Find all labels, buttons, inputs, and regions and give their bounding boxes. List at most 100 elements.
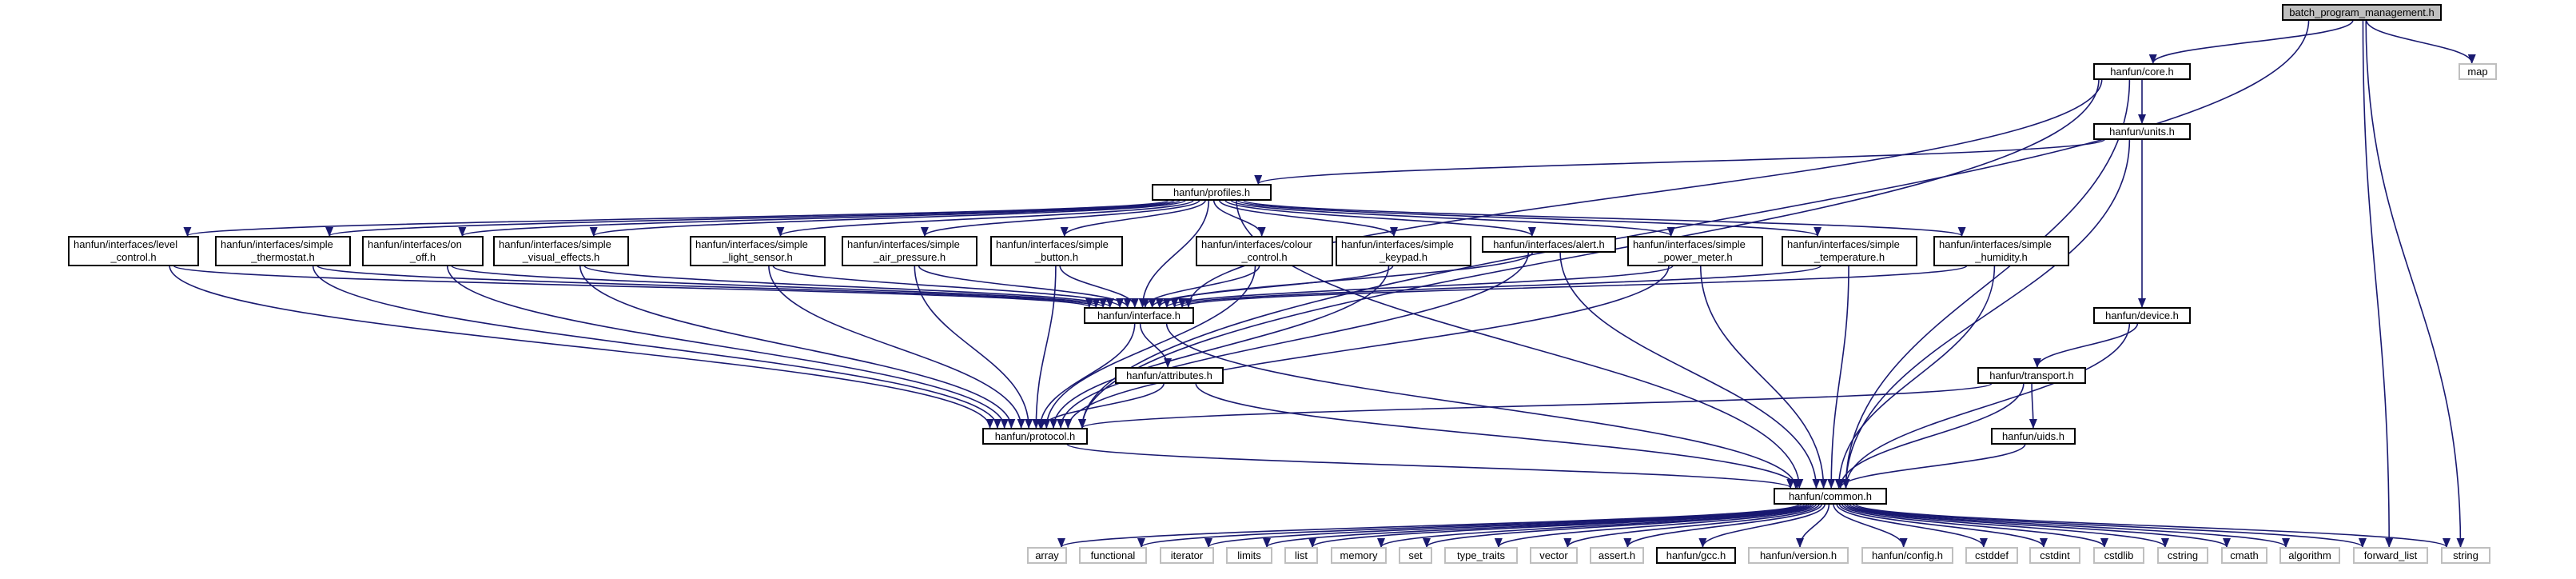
edge-alert-to-iface [1155, 251, 1534, 308]
node-protocol[interactable]: hanfun/protocol.h [982, 428, 1088, 445]
node-box [1027, 547, 1067, 564]
node-common[interactable]: hanfun/common.h [1774, 488, 1887, 505]
node-box [690, 236, 826, 266]
edge-common-to-version [1796, 503, 1830, 548]
node-box [2441, 547, 2490, 564]
edge-power-to-common [1699, 265, 1828, 489]
edge-root-to-string [2365, 19, 2465, 548]
edge-profiles-to-alert [1224, 199, 1536, 237]
node-onoff[interactable]: hanfun/interfaces/on_off.h [362, 236, 484, 266]
edge-power-to-iface [1163, 265, 1674, 308]
node-label: hanfun/interfaces/simple [695, 238, 808, 250]
node-label: _temperature.h [1814, 251, 1885, 263]
node-box [1331, 547, 1387, 564]
edge-light-to-iface [772, 265, 1124, 308]
edge-common-to-config [1833, 503, 1908, 548]
node-label: _control.h [109, 251, 156, 263]
edge-alert-to-common [1559, 251, 1821, 489]
node-version: hanfun/version.h [1748, 547, 1849, 564]
node-label: set [1408, 549, 1423, 561]
node-box [990, 236, 1123, 266]
node-attrs[interactable]: hanfun/attributes.h [1115, 367, 1224, 384]
node-humid[interactable]: hanfun/interfaces/simple_humidity.h [1933, 236, 2069, 266]
node-box [842, 236, 977, 266]
node-set: set [1399, 547, 1432, 564]
node-label: hanfun/device.h [2105, 309, 2179, 321]
node-box [1336, 236, 1471, 266]
node-cstdint: cstdint [2029, 547, 2080, 564]
node-label: hanfun/attributes.h [1126, 369, 1212, 381]
node-box [1748, 547, 1849, 564]
edge-profiles-to-onoff [458, 199, 1181, 237]
node-box [2093, 307, 2191, 324]
node-box [2221, 547, 2267, 564]
node-air[interactable]: hanfun/interfaces/simple_air_pressure.h [842, 236, 977, 266]
edge-root-to-core [2148, 19, 2354, 64]
node-gcc[interactable]: hanfun/gcc.h [1656, 547, 1736, 564]
edge-core-to-protocol [1078, 78, 2100, 429]
edge-common-to-cstdlib [1841, 503, 2108, 548]
edge-profiles-to-level [184, 199, 1169, 237]
node-temp[interactable]: hanfun/interfaces/simple_temperature.h [1782, 236, 1917, 266]
node-transport[interactable]: hanfun/transport.h [1977, 367, 2086, 384]
edge-common-to-string [1855, 503, 2451, 548]
edge-profiles-to-colour [1212, 199, 1266, 237]
node-core[interactable]: hanfun/core.h [2093, 63, 2191, 80]
node-device[interactable]: hanfun/device.h [2093, 307, 2191, 324]
edge-transport-to-protocol [1078, 382, 1993, 429]
node-keypad[interactable]: hanfun/interfaces/simple_keypad.h [1336, 236, 1471, 266]
node-box [1399, 547, 1432, 564]
node-memory: memory [1331, 547, 1387, 564]
node-label: type_traits [1457, 549, 1505, 561]
node-box [2279, 547, 2340, 564]
node-array: array [1027, 547, 1067, 564]
node-box [1991, 428, 2076, 445]
node-box [1079, 547, 1147, 564]
node-level[interactable]: hanfun/interfaces/level_control.h [68, 236, 199, 266]
node-label: hanfun/interfaces/alert.h [1493, 238, 1604, 250]
node-root[interactable]: batch_program_management.h [2282, 4, 2442, 21]
node-label: algorithm [2288, 549, 2331, 561]
node-cmath: cmath [2221, 547, 2267, 564]
node-label: _thermostat.h [250, 251, 315, 263]
node-label: hanfun/common.h [1789, 490, 1872, 502]
node-label: assert.h [1599, 549, 1635, 561]
node-label: vector [1539, 549, 1568, 561]
node-box [1782, 236, 1917, 266]
node-label: hanfun/interfaces/simple [847, 238, 960, 250]
node-box [1656, 547, 1736, 564]
node-alert[interactable]: hanfun/interfaces/alert.h [1482, 236, 1616, 253]
node-visual[interactable]: hanfun/interfaces/simple_visual_effects.… [493, 236, 629, 266]
node-config: hanfun/config.h [1861, 547, 1953, 564]
node-power[interactable]: hanfun/interfaces/simple_power_meter.h [1627, 236, 1763, 266]
node-label: hanfun/interfaces/colour [1201, 238, 1312, 250]
node-box [2459, 63, 2497, 80]
edge-level-to-protocol [169, 265, 994, 429]
node-uids[interactable]: hanfun/uids.h [1991, 428, 2076, 445]
edge-air-to-protocol [914, 265, 1033, 429]
node-box [1590, 547, 1644, 564]
node-box [362, 236, 484, 266]
edge-onoff-to-protocol [446, 265, 1009, 429]
node-box [68, 236, 199, 266]
node-label: hanfun/transport.h [1989, 369, 2074, 381]
node-units[interactable]: hanfun/units.h [2093, 123, 2191, 140]
edge-level-to-iface [173, 265, 1093, 308]
node-light[interactable]: hanfun/interfaces/simple_light_sensor.h [690, 236, 826, 266]
node-label: _control.h [1240, 251, 1287, 263]
node-profiles[interactable]: hanfun/profiles.h [1152, 184, 1272, 201]
node-thermo[interactable]: hanfun/interfaces/simple_thermostat.h [215, 236, 351, 266]
node-map: map [2459, 63, 2497, 80]
node-box [2093, 547, 2144, 564]
node-iface[interactable]: hanfun/interface.h [1084, 307, 1194, 324]
node-box [1965, 547, 2018, 564]
node-cstdlib: cstdlib [2093, 547, 2144, 564]
node-button[interactable]: hanfun/interfaces/simple_button.h [990, 236, 1123, 266]
node-box [2353, 547, 2428, 564]
node-colour[interactable]: hanfun/interfaces/colour_control.h [1196, 236, 1333, 266]
node-label: hanfun/interfaces/simple [1633, 238, 1746, 250]
node-label: hanfun/uids.h [2002, 430, 2064, 442]
node-assert: assert.h [1590, 547, 1644, 564]
node-list: list [1284, 547, 1318, 564]
node-box [1160, 547, 1214, 564]
